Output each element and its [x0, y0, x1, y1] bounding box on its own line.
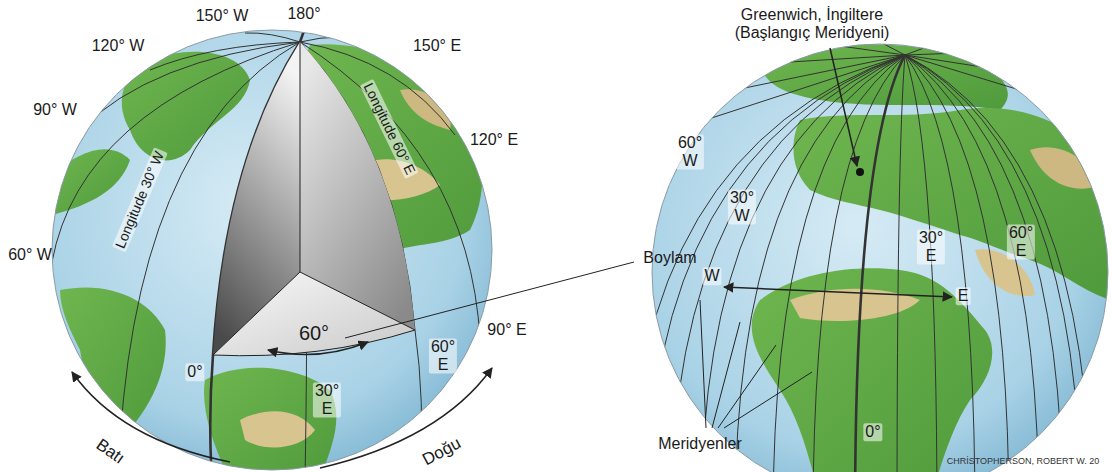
meridian-label: 180° [287, 5, 320, 23]
meridian-label: 30° E [313, 382, 341, 417]
meridian-label: 60° E [1007, 224, 1035, 259]
meridian-label: 90° E [487, 321, 526, 339]
direction-label: W [702, 267, 721, 285]
callout-label: Greenwich, İngiltere (Başlangıç Meridyen… [717, 6, 907, 41]
leader-lines [700, 300, 812, 428]
direction-label: Batı [92, 436, 127, 469]
leader-line [345, 262, 634, 338]
meridian-label: 60° W [676, 134, 704, 169]
meridian-label: 150° W [196, 7, 249, 25]
angle-label: 60° [299, 322, 329, 344]
meridian-label: 0° [863, 423, 882, 441]
meridian-label: 30° E [917, 229, 945, 264]
meridian-label: 0° [185, 363, 204, 381]
meridian-label: 60° W [8, 246, 52, 264]
credit-watermark: CHRİSTOPHERSON, ROBERT W. 20 [947, 457, 1100, 467]
meridian-label: 120° E [470, 131, 518, 149]
meridian-label: 150° E [413, 37, 461, 55]
meridian-label: 120° W [92, 37, 145, 55]
term-label: Boylam [643, 249, 696, 267]
meridian-label: 30° W [728, 189, 756, 224]
pointer-arrow [830, 48, 857, 166]
callout-label: Meridyenler [658, 435, 742, 453]
direction-label: E [956, 287, 971, 305]
right-globe [629, 42, 1110, 472]
left-globe [52, 28, 492, 472]
meridian-label: 60° E [429, 338, 457, 373]
east-arrow [320, 368, 492, 468]
direction-label: Doğu [420, 434, 465, 470]
west-east-arrow [724, 287, 952, 297]
meridian-label: 90° W [33, 101, 77, 119]
